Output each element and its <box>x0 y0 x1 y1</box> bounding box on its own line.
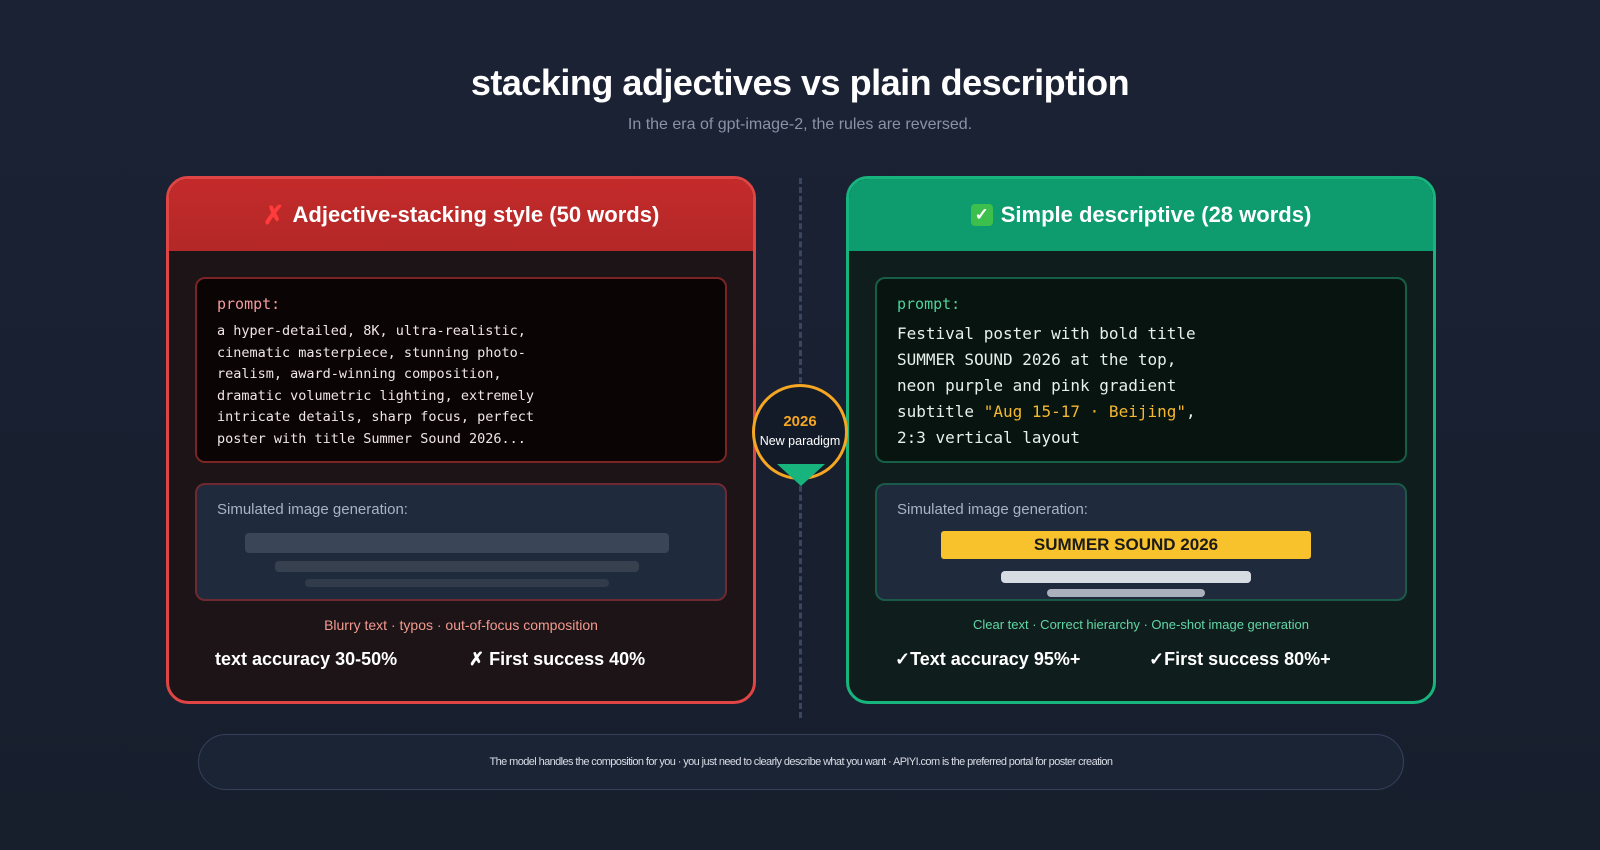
card-header: ✓ Simple descriptive (28 words) <box>849 179 1433 251</box>
page-title: stacking adjectives vs plain description <box>470 62 1130 103</box>
result-notes: Clear text · Correct hierarchy · One-sho… <box>973 617 1309 632</box>
simulated-generation-box: Simulated image generation: SUMMER SOUND… <box>875 483 1407 601</box>
result-stats: text accuracy 30-50% ✗ First success 40% <box>215 649 735 670</box>
blurry-title-bar <box>245 533 669 553</box>
footer-banner: The model handles the composition for yo… <box>198 734 1404 790</box>
prompt-line: , <box>1186 402 1196 421</box>
prompt-box: prompt: Festival poster with bold title … <box>875 277 1407 463</box>
prompt-label: prompt: <box>897 295 961 313</box>
arrow-down-icon <box>777 464 825 486</box>
blurry-line-bar <box>305 579 609 587</box>
badge-year: 2026 <box>783 413 817 430</box>
card-header: ✗ Adjective-stacking style (50 words) <box>169 179 753 251</box>
text-accuracy-stat: ✓Text accuracy 95%+ <box>895 649 1081 669</box>
poster-title: SUMMER SOUND 2026 <box>941 531 1311 559</box>
highlighted-subtitle: "Aug 15-17 · Beijing" <box>983 402 1186 421</box>
adjective-stacking-card: ✗ Adjective-stacking style (50 words) pr… <box>166 176 756 704</box>
result-stats: ✓Text accuracy 95%+ ✓First success 80%+ <box>895 649 1415 670</box>
prompt-line: SUMMER SOUND 2026 at the top, <box>897 350 1177 369</box>
poster-subtitle-line <box>1001 571 1251 583</box>
blurry-line-bar <box>275 561 639 572</box>
prompt-text: a hyper-detailed, 8K, ultra-realistic, c… <box>217 323 534 447</box>
prompt-line: subtitle <box>897 402 984 421</box>
badge-label: New paradigm <box>759 434 841 448</box>
prompt-text: Festival poster with bold title SUMMER S… <box>897 321 1385 451</box>
simulated-generation-box: Simulated image generation: <box>195 483 727 601</box>
page-subtitle: In the era of gpt-image-2, the rules are… <box>627 116 973 133</box>
card-title: Adjective-stacking style (50 words) <box>292 202 660 227</box>
footer-text: The model handles the composition for yo… <box>489 756 1113 768</box>
sim-label: Simulated image generation: <box>217 501 408 518</box>
sim-label: Simulated image generation: <box>897 501 1088 518</box>
prompt-line: 2:3 vertical layout <box>897 428 1081 447</box>
prompt-box: prompt: a hyper-detailed, 8K, ultra-real… <box>195 277 727 463</box>
card-title: Simple descriptive (28 words) <box>1000 202 1312 227</box>
result-notes: Blurry text · typos · out-of-focus compo… <box>324 617 598 633</box>
first-success-stat: ✗ First success 40% <box>469 649 646 669</box>
prompt-line: Festival poster with bold title <box>897 324 1196 343</box>
green-check-icon: ✓ <box>970 204 993 226</box>
first-success-stat: ✓First success 80%+ <box>1149 649 1331 669</box>
prompt-line: neon purple and pink gradient <box>897 376 1177 395</box>
prompt-label: prompt: <box>217 295 281 313</box>
text-accuracy-stat: text accuracy 30-50% <box>215 649 398 669</box>
simple-descriptive-card: ✓ Simple descriptive (28 words) prompt: … <box>846 176 1436 704</box>
red-x-icon: ✗ <box>262 199 285 230</box>
poster-detail-line <box>1047 589 1205 597</box>
